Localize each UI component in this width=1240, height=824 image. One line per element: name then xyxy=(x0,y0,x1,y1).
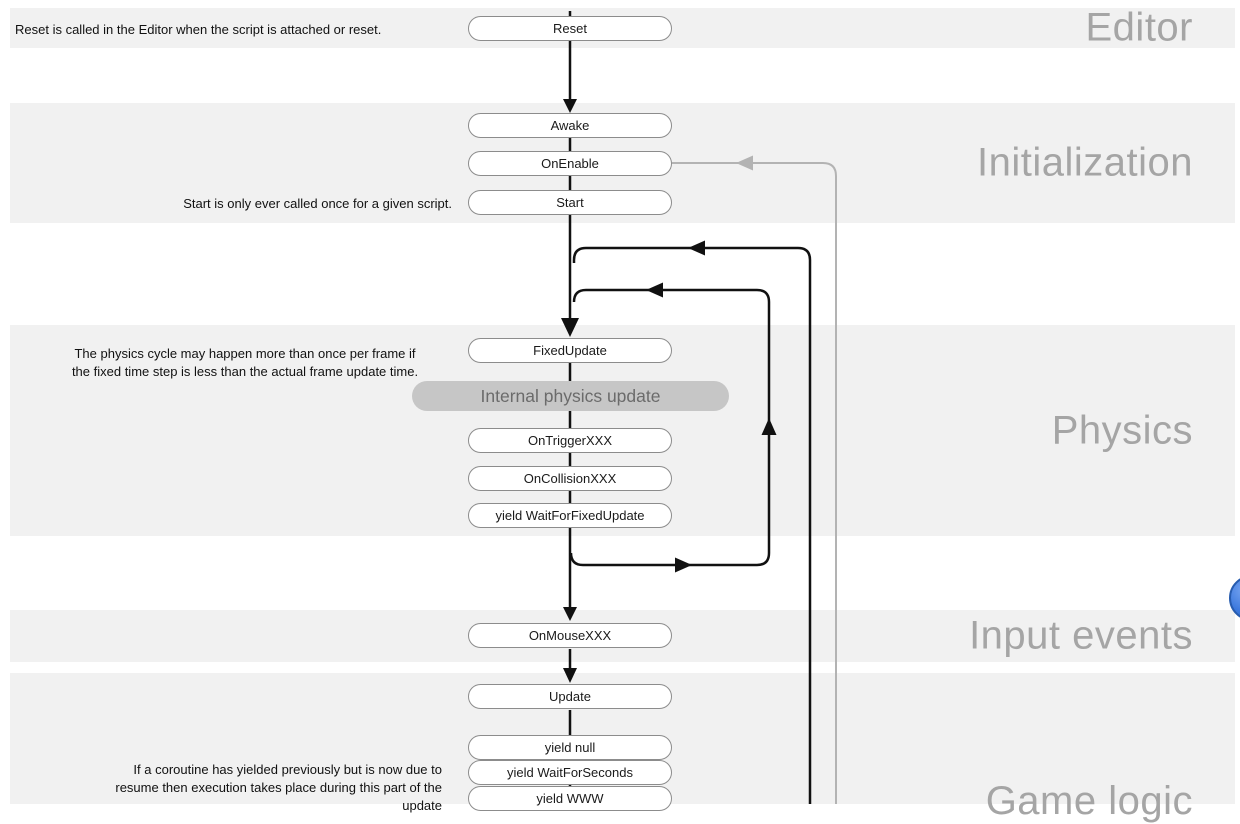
node-awake: Awake xyxy=(468,113,672,138)
note-physics-line1: The physics cycle may happen more than o… xyxy=(74,346,416,361)
arrowhead-into-onenable xyxy=(736,155,753,171)
node-yield-waitforfixedupdate: yield WaitForFixedUpdate xyxy=(468,503,672,528)
note-coroutine: If a coroutine has yielded previously bu… xyxy=(60,761,442,815)
section-band-editor: Editor xyxy=(10,5,1235,50)
arrowhead-into-update xyxy=(563,668,577,683)
arrowhead-into-awake xyxy=(563,99,577,113)
node-internal-physics-update: Internal physics update xyxy=(412,381,729,411)
node-yield-null: yield null xyxy=(468,735,672,760)
section-label-editor: Editor xyxy=(1085,5,1193,50)
arrowhead-inner-loop-right xyxy=(675,557,692,573)
note-start: Start is only ever called once for a giv… xyxy=(183,196,452,211)
node-fixedupdate: FixedUpdate xyxy=(468,338,672,363)
node-ontriggerxxx: OnTriggerXXX xyxy=(468,428,672,453)
note-reset: Reset is called in the Editor when the s… xyxy=(15,22,382,37)
section-label-input-events: Input events xyxy=(969,613,1193,658)
note-physics-line2: the fixed time step is less than the act… xyxy=(71,363,419,379)
arrowhead-outer-loop-left xyxy=(688,240,705,256)
arrowhead-inner-loop-left xyxy=(646,282,663,298)
note-coroutine-line1: If a coroutine has yielded previously bu… xyxy=(133,762,442,777)
node-onmousexxx: OnMouseXXX xyxy=(468,623,672,648)
flow-connectors xyxy=(561,11,837,804)
node-oncollisionxxx: OnCollisionXXX xyxy=(468,466,672,491)
node-start: Start xyxy=(468,190,672,215)
note-coroutine-line2: resume then execution takes place during… xyxy=(115,780,442,795)
node-reset: Reset xyxy=(468,16,672,41)
section-label-initialization: Initialization xyxy=(976,140,1193,185)
arrowhead-inner-loop-up xyxy=(761,418,777,435)
section-label-physics: Physics xyxy=(1051,408,1193,452)
note-physics: The physics cycle may happen more than o… xyxy=(35,345,455,380)
node-yield-waitforseconds: yield WaitForSeconds xyxy=(468,760,672,785)
node-yield-www: yield WWW xyxy=(468,786,672,811)
node-update: Update xyxy=(468,684,672,709)
onenable-return-line xyxy=(672,162,837,804)
arrowhead-into-fixedupdate xyxy=(561,318,579,337)
arrowhead-into-onmouse xyxy=(563,607,577,621)
note-coroutine-line3: update xyxy=(402,798,442,813)
node-onenable: OnEnable xyxy=(468,151,672,176)
